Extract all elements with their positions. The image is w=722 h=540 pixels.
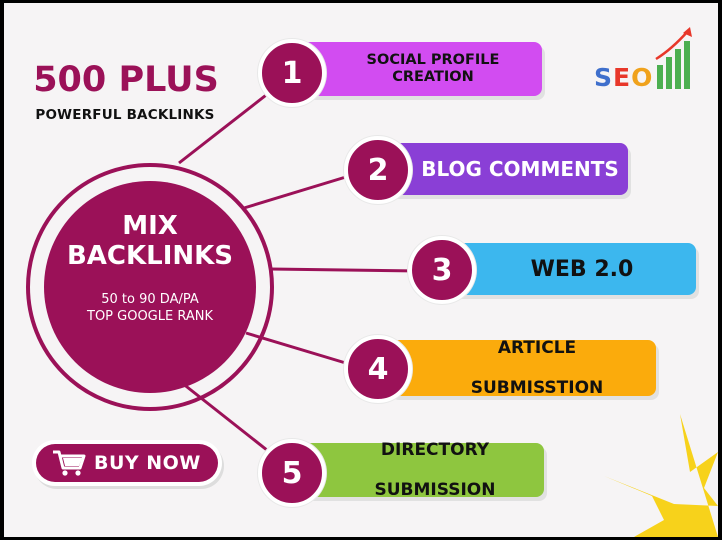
hub-sub-line2: TOP GOOGLE RANK	[87, 309, 213, 324]
hub-title-line1: MIX	[122, 211, 178, 241]
seo-letter-e: E	[613, 63, 632, 92]
item-4-line1: ARTICLE	[497, 338, 577, 358]
seo-backlinks-banner: 500 PLUS POWERFUL BACKLINKS MIX BACKLINK…	[4, 3, 718, 537]
item-4-line2: SUBMISSTION	[470, 378, 604, 398]
item-directory-submission: DIRECTORY SUBMISSION	[296, 440, 544, 500]
headline: 500 PLUS	[33, 60, 219, 100]
item-1-line2: CREATION	[392, 69, 474, 85]
hub-ring	[26, 163, 274, 411]
item-web-2-0: WEB 2.0	[448, 243, 696, 295]
item-5-line2: SUBMISSION	[374, 480, 496, 500]
item-blog-comments: BLOG COMMENTS	[382, 143, 628, 195]
item-1-number-badge: 1	[258, 39, 326, 107]
item-5-number-badge: 5	[258, 439, 326, 507]
buy-now-pill[interactable]: BUY NOW	[36, 444, 218, 482]
item-3-line1: WEB 2.0	[530, 256, 634, 282]
seo-letter-s: S	[594, 63, 614, 92]
item-1-line1: SOCIAL PROFILE	[366, 52, 500, 68]
shopping-cart-icon	[53, 450, 86, 476]
seo-logo-text: SEO	[594, 63, 653, 92]
hub-title: MIX BACKLINKS	[44, 211, 256, 271]
item-4-number-badge: 4	[344, 335, 412, 403]
hub-subtitle: 50 to 90 DA/PA TOP GOOGLE RANK	[44, 291, 256, 325]
item-2-line1: BLOG COMMENTS	[421, 157, 619, 181]
starburst-decoration	[604, 414, 718, 537]
item-2-number-badge: 2	[344, 136, 412, 204]
buy-now-label: BUY NOW	[94, 452, 201, 474]
item-article-submission: ARTICLE SUBMISSTION	[388, 338, 656, 398]
item-3-number-badge: 3	[408, 236, 476, 304]
hub-title-line2: BACKLINKS	[66, 241, 234, 271]
seo-growth-chart-icon	[655, 27, 692, 89]
buy-now-button[interactable]: BUY NOW	[32, 440, 222, 486]
subheadline: POWERFUL BACKLINKS	[35, 107, 215, 123]
seo-letter-o: O	[631, 63, 654, 92]
item-5-line1: DIRECTORY	[380, 440, 490, 460]
hub-circle: MIX BACKLINKS 50 to 90 DA/PA TOP GOOGLE …	[44, 181, 256, 393]
hub-sub-line1: 50 to 90 DA/PA	[101, 292, 199, 307]
